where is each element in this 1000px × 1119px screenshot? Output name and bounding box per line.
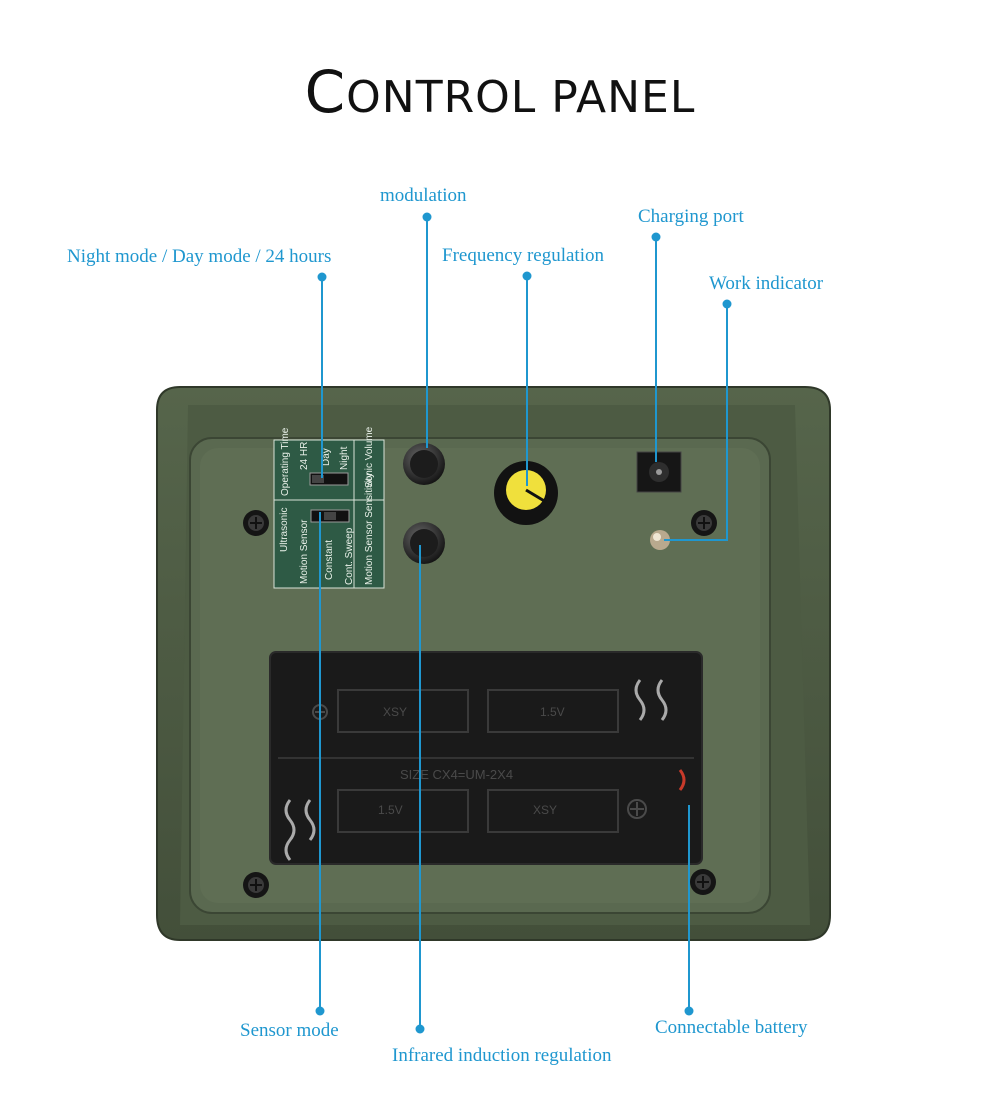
charging-port [636, 451, 682, 493]
label-sensor-mode: Sensor mode [240, 1020, 339, 1041]
work-indicator-led [650, 530, 670, 550]
modulation-knob [403, 443, 445, 485]
svg-text:1.5V: 1.5V [378, 803, 403, 817]
label-modulation: modulation [380, 185, 467, 206]
settings-label-plate: Operating Time 24 HR Day Night Sonic Vol… [273, 426, 385, 589]
leader-dot [651, 232, 661, 242]
label-charging-port: Charging port [638, 206, 744, 227]
svg-text:24 HR: 24 HR [299, 442, 310, 470]
leader-dot [684, 1006, 694, 1016]
svg-text:Constant: Constant [324, 540, 335, 580]
svg-text:Sonic Volume: Sonic Volume [364, 426, 375, 488]
leader-dot [317, 272, 327, 282]
label-night-day-24h: Night mode / Day mode / 24 hours [67, 246, 332, 267]
label-work-indicator: Work indicator [709, 273, 824, 294]
leader-dot [522, 271, 532, 281]
battery-holder: XSY 1.5V SIZE CX4=UM-2X4 1.5V XSY [269, 651, 703, 865]
frequency-knob [494, 461, 558, 525]
leader-dot [415, 1024, 425, 1034]
svg-text:Motion Sensor Sensitivity: Motion Sensor Sensitivity [364, 473, 375, 585]
leader-lines [315, 212, 732, 1034]
label-infrared-induction-regulation: Infrared induction regulation [392, 1045, 612, 1066]
screw-icon [690, 869, 716, 895]
svg-text:SIZE CX4=UM-2X4: SIZE CX4=UM-2X4 [400, 767, 513, 782]
svg-text:XSY: XSY [533, 803, 557, 817]
label-frequency-regulation: Frequency regulation [442, 245, 604, 266]
svg-text:Motion Sensor: Motion Sensor [299, 519, 310, 584]
svg-text:Operating Time: Operating Time [280, 427, 291, 496]
svg-text:Cont. Sweep: Cont. Sweep [344, 527, 355, 585]
svg-text:Day: Day [321, 448, 332, 466]
leader-dot [315, 1006, 325, 1016]
sensitivity-knob [403, 522, 445, 564]
page-title: CONTROL PANEL [304, 58, 696, 126]
svg-text:1.5V: 1.5V [540, 705, 565, 719]
screw-icon [243, 872, 269, 898]
svg-text:Night: Night [339, 446, 350, 470]
label-connectable-battery: Connectable battery [655, 1017, 808, 1038]
screw-icon [691, 510, 717, 536]
svg-text:Ultrasonic: Ultrasonic [279, 508, 290, 552]
leader-dot [422, 212, 432, 222]
screw-icon [243, 510, 269, 536]
leader-dot [722, 299, 732, 309]
svg-text:XSY: XSY [383, 705, 407, 719]
